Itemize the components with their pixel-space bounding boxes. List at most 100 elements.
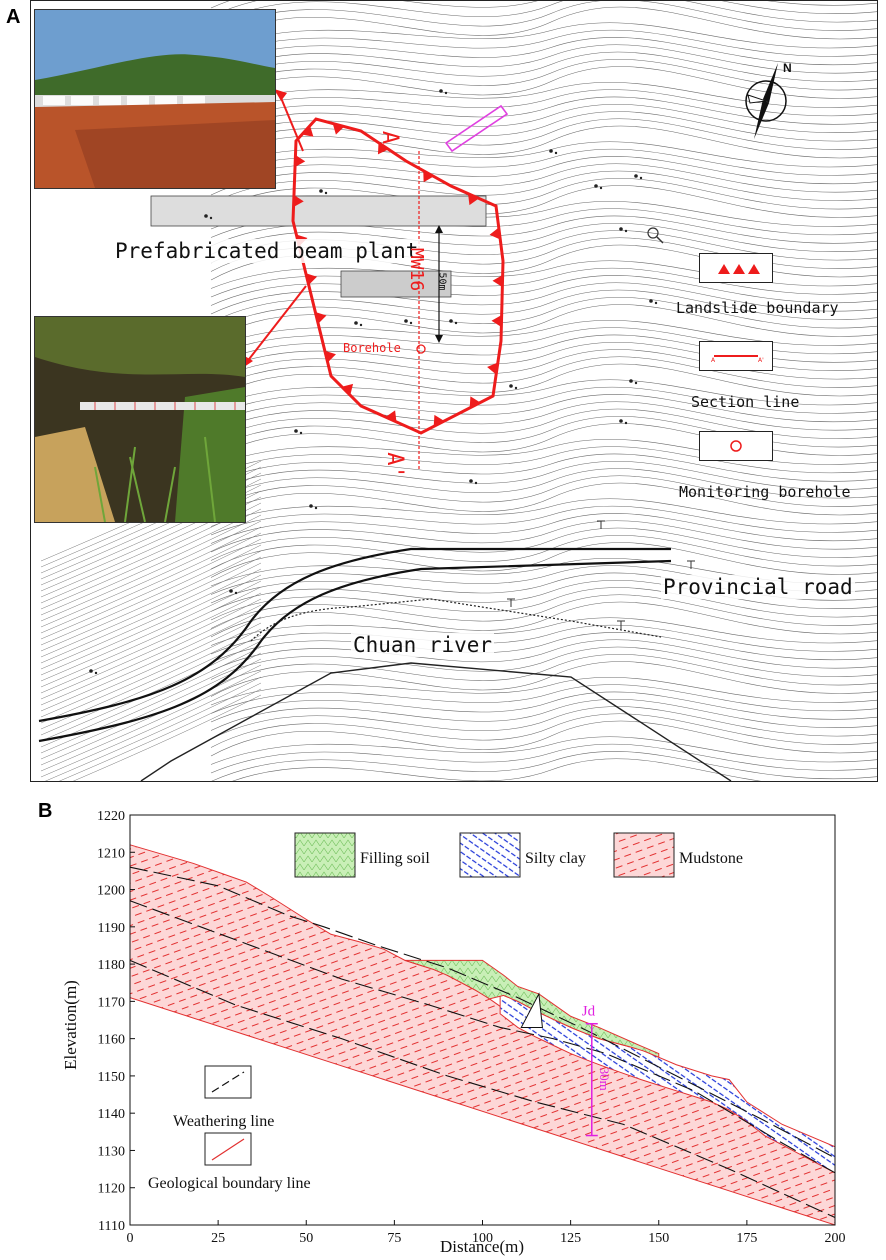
boundary-tooth	[295, 155, 306, 167]
contour-line	[40, 556, 262, 658]
contour-line	[40, 634, 262, 736]
x-tick-label: 100	[472, 1231, 493, 1246]
survey-point	[634, 381, 638, 385]
contour-line	[210, 408, 877, 442]
landslide-boundary	[291, 117, 505, 435]
contour-line	[40, 526, 262, 628]
boundary-tooth	[423, 170, 434, 183]
site-photo-2	[34, 316, 246, 523]
contour-line	[210, 260, 877, 289]
boundary-tooth	[305, 273, 317, 285]
north-arrow	[745, 63, 787, 139]
contour-line	[210, 22, 877, 51]
river-course	[140, 662, 732, 781]
map-tick-symbol	[507, 598, 515, 607]
contour-line	[210, 222, 877, 255]
x-tick-label: 125	[560, 1231, 581, 1246]
contour-line	[40, 520, 262, 622]
contour-line	[210, 513, 877, 544]
contour-line	[40, 652, 262, 754]
boundary-tooth	[468, 193, 479, 206]
contour-line	[210, 632, 877, 663]
contour-line	[210, 401, 877, 434]
contour-line	[211, 751, 877, 781]
river-bank	[250, 598, 662, 642]
x-tick-label: 175	[736, 1231, 757, 1246]
x-tick-label: 50	[299, 1231, 313, 1246]
contour-line	[210, 475, 877, 510]
map-tick-symbol	[597, 520, 605, 529]
survey-point	[359, 323, 363, 327]
survey-point	[594, 184, 598, 188]
legend-boundary-line-label: Geological boundary line	[148, 1175, 311, 1192]
contour-line	[59, 688, 262, 781]
mudstone-area	[129, 844, 836, 1226]
contour-line	[210, 163, 877, 196]
contour-line	[210, 498, 877, 527]
contour-line	[210, 460, 877, 493]
contour-line	[40, 550, 262, 652]
contour-line	[210, 178, 877, 213]
contour-line	[210, 446, 877, 476]
contour-line	[210, 289, 877, 323]
survey-point	[509, 384, 513, 388]
road-label: Provincial road	[661, 575, 855, 599]
y-tick-label: 1170	[98, 995, 125, 1010]
contour-line	[210, 44, 877, 77]
boundary-tooth	[301, 125, 314, 137]
legend-section-label: Section line	[691, 393, 800, 411]
contour-line	[210, 103, 877, 136]
boundary-tooth	[293, 195, 304, 207]
borehole-label: Borehole	[343, 341, 401, 355]
survey-point	[449, 319, 453, 323]
jd-label: Jd	[582, 1004, 596, 1020]
survey-point	[554, 151, 558, 155]
contour-line	[210, 356, 877, 391]
contour-line	[210, 267, 877, 298]
contour-line	[210, 579, 877, 612]
contour-line	[210, 1, 877, 34]
survey-point	[234, 591, 238, 595]
contour-line	[210, 706, 877, 740]
weathering-line-3	[129, 959, 836, 1219]
photo1-arrow	[278, 92, 304, 152]
survey-point	[319, 189, 323, 193]
y-tick-label: 1140	[98, 1107, 125, 1122]
y-tick-label: 1130	[98, 1144, 125, 1159]
contour-line	[210, 736, 877, 765]
contour-line	[210, 594, 877, 629]
survey-point	[404, 319, 408, 323]
survey-point	[474, 481, 478, 485]
x-axis-title: Distance(m)	[440, 1237, 524, 1256]
contour-line	[40, 676, 262, 778]
contour-line	[40, 598, 262, 700]
map-tick-symbol	[687, 560, 695, 569]
boundary-tooth	[489, 227, 501, 240]
survey-point	[624, 421, 628, 425]
filling-soil-area	[404, 959, 660, 1059]
contour-line	[210, 282, 877, 315]
contour-line	[210, 691, 877, 723]
survey-point	[619, 227, 623, 231]
boundary-tooth	[324, 350, 336, 363]
contour-line	[40, 586, 262, 688]
x-tick-label: 25	[211, 1231, 225, 1246]
survey-point	[649, 299, 653, 303]
survey-point	[514, 386, 518, 390]
survey-point	[549, 149, 553, 153]
survey-point	[354, 321, 358, 325]
contour-line	[210, 453, 877, 485]
contour-line	[210, 1, 877, 17]
survey-point	[444, 91, 448, 95]
boundary-tooth	[315, 312, 327, 324]
contour-line	[210, 51, 877, 85]
contour-line	[210, 520, 877, 553]
y-tick-label: 1210	[97, 846, 125, 861]
contour-line	[40, 544, 262, 646]
contour-line	[210, 275, 877, 306]
contour-line	[40, 592, 262, 694]
contour-line	[40, 670, 262, 772]
contour-line	[40, 610, 262, 712]
contour-line	[210, 416, 877, 451]
contour-line	[40, 508, 262, 610]
